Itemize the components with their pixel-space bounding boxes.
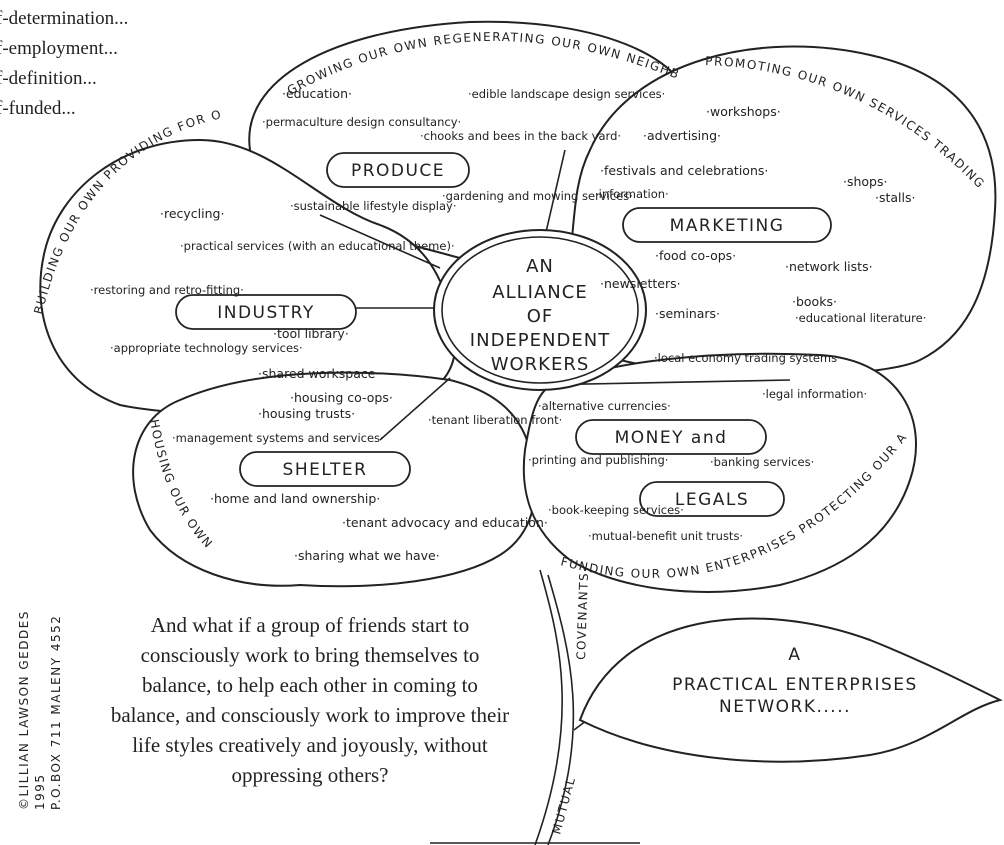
center-circle-inner	[441, 236, 639, 384]
credit-line-2: P.O.BOX 711 MALENY 4552	[49, 614, 63, 810]
label-legals: LEGALS	[675, 490, 749, 510]
item-marketing-9: ·newsletters·	[600, 276, 681, 291]
leaf-line-2: PRACTICAL ENTERPRISES	[672, 675, 918, 695]
item-marketing-5: ·stalls·	[875, 190, 915, 205]
label-money: MONEY and	[615, 428, 728, 448]
item-marketing-1: ·workshops·	[706, 104, 781, 119]
center-line-3: OF	[527, 306, 554, 327]
item-marketing-11: ·books·	[792, 294, 837, 309]
label-produce: PRODUCE	[351, 161, 445, 181]
item-industry-6: ·shared workspace·	[258, 366, 379, 381]
item-money-2: ·alternative currencies·	[538, 399, 671, 413]
side-list-item: f-determination...	[0, 8, 129, 29]
item-industry-3: ·restoring and retro-fitting·	[90, 283, 244, 297]
item-marketing-3: ·festivals and celebrations·	[600, 163, 768, 178]
center-line-2: ALLIANCE	[492, 282, 587, 303]
item-produce-2: ·edible landscape design services·	[468, 87, 665, 101]
divider-shelter-center	[379, 377, 451, 441]
item-marketing-6: ·information·	[595, 187, 669, 201]
stem	[534, 569, 563, 845]
item-money-7: ·mutual-benefit unit trusts·	[588, 529, 743, 543]
item-shelter-3: ·management systems and services·	[172, 431, 384, 445]
leaf	[578, 617, 1003, 763]
credit: ©LILLIAN LAWSON GEDDES 1995 P.O.BOX 711 …	[16, 580, 86, 810]
item-money-4: ·printing and publishing·	[528, 453, 668, 467]
side-list: f-determination... f-employment... f-def…	[0, 4, 128, 124]
stem-inner	[547, 574, 575, 845]
item-industry-5: ·tool library·	[273, 326, 349, 341]
item-marketing-8: ·network lists·	[785, 259, 873, 274]
item-industry-4: ·appropriate technology services·	[110, 341, 303, 355]
side-list-item: f-employment...	[0, 38, 118, 59]
stem-label-covenants: COVENANTS	[574, 572, 591, 660]
leaf-line-3: NETWORK.....	[719, 697, 851, 717]
item-produce-3: ·permaculture design consultancy·	[262, 115, 461, 129]
item-shelter-1: ·housing co-ops·	[290, 390, 393, 405]
label-marketing: MARKETING	[670, 216, 785, 236]
caption: And what if a group of friends start to …	[110, 613, 510, 787]
pill-produce	[326, 152, 470, 188]
item-money-1: ·local economy trading systems·	[654, 351, 841, 365]
item-produce-5: ·sustainable lifestyle display·	[290, 199, 456, 213]
item-marketing-4: ·shops·	[843, 174, 887, 189]
center-circle	[433, 229, 647, 391]
pill-money	[575, 419, 767, 455]
divider-produce-industry	[319, 214, 441, 269]
petal-money	[522, 352, 917, 593]
item-marketing-10: ·seminars·	[655, 306, 720, 321]
credit-line-1: ©LILLIAN LAWSON GEDDES 1995	[17, 610, 47, 810]
center-line-1: AN	[526, 256, 554, 277]
item-marketing-12: ·educational literature·	[795, 311, 926, 325]
pill-shelter	[239, 451, 411, 487]
item-produce-6: ·gardening and mowing services·	[442, 189, 633, 203]
item-money-3: ·legal information·	[762, 387, 867, 401]
item-produce-4: ·chooks and bees in the back yard·	[420, 129, 621, 143]
item-money-6: ·book-keeping services·	[548, 503, 684, 517]
item-produce-1: ·education·	[282, 86, 352, 101]
pill-legals	[639, 481, 785, 517]
center-line-4: INDEPENDENT	[470, 330, 610, 351]
pill-industry	[175, 294, 357, 330]
item-marketing-2: ·advertising·	[643, 128, 721, 143]
item-industry-1: ·recycling·	[160, 206, 224, 221]
leaf-line-1: A	[788, 645, 801, 665]
item-shelter-5: ·home and land ownership·	[210, 491, 380, 506]
item-shelter-4: ·tenant liberation front·	[428, 413, 562, 427]
item-shelter-2: ·housing trusts·	[258, 406, 355, 421]
item-money-5: ·banking services·	[710, 455, 814, 469]
label-shelter: SHELTER	[283, 460, 368, 480]
item-shelter-6: ·tenant advocacy and education·	[342, 515, 548, 530]
pill-marketing	[622, 207, 832, 243]
stem-label-mutual: MUTUAL	[549, 775, 578, 836]
item-marketing-7: ·food co-ops·	[655, 248, 736, 263]
item-industry-2: ·practical services (with an educational…	[180, 239, 455, 253]
side-list-item: f-definition...	[0, 68, 97, 89]
label-industry: INDUSTRY	[217, 303, 315, 323]
side-list-item: f-funded...	[0, 98, 76, 119]
center-line-5: WORKERS	[491, 354, 590, 375]
item-shelter-7: ·sharing what we have·	[294, 548, 440, 563]
